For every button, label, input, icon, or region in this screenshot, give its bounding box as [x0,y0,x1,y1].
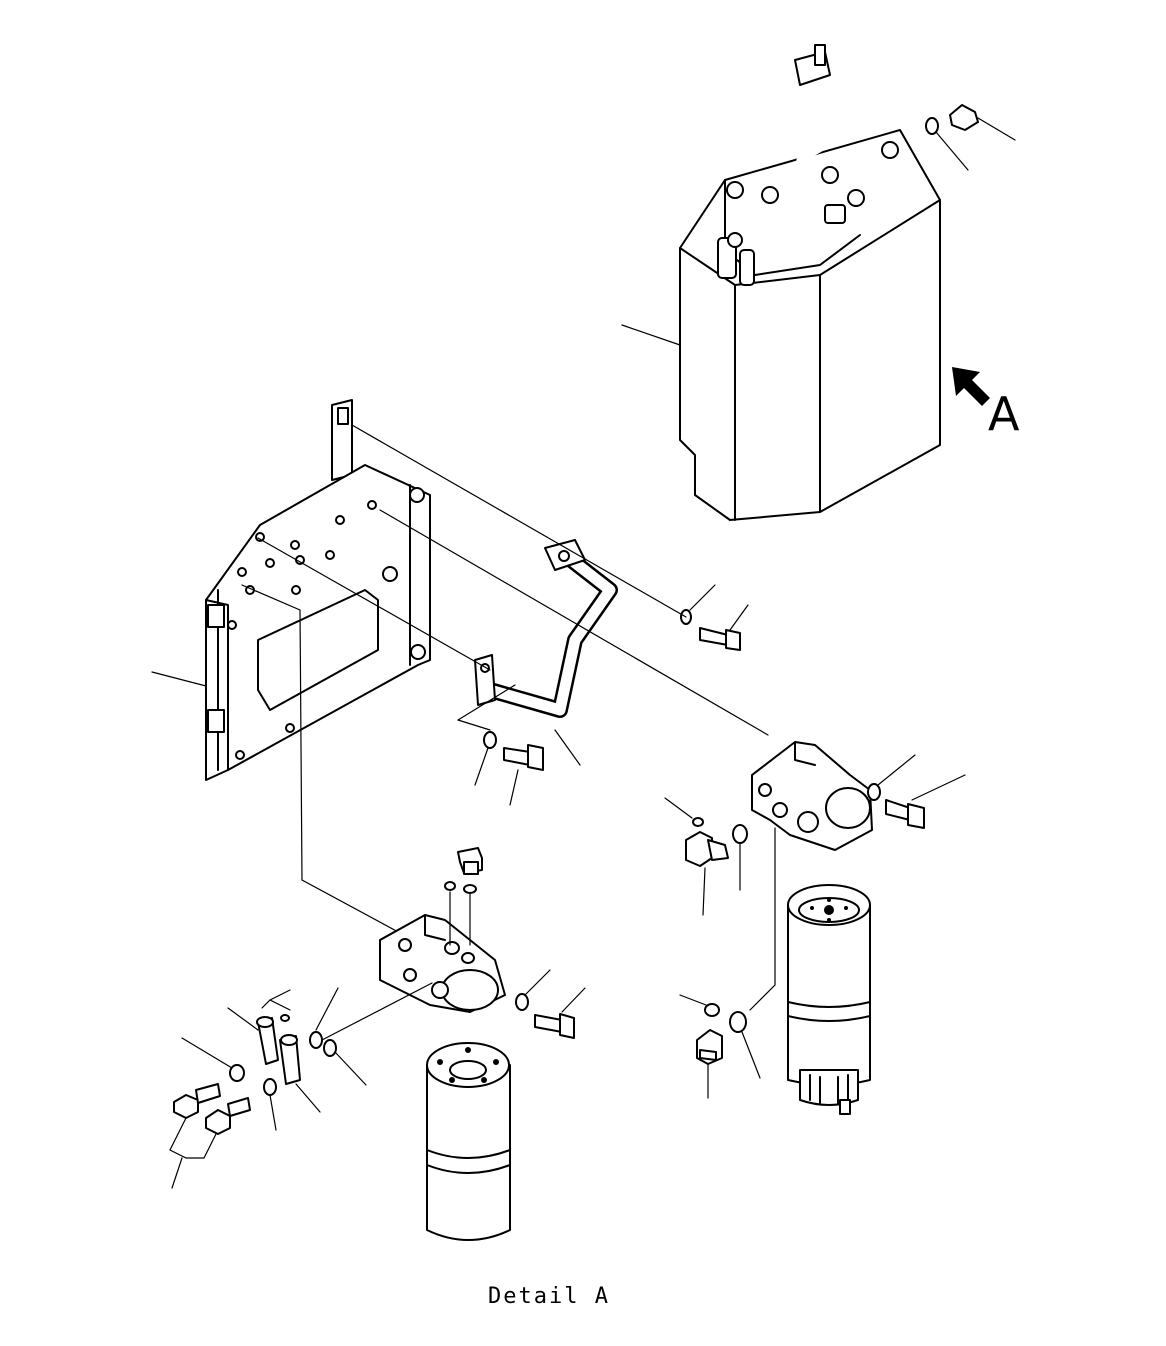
o-ring-right-lower-small [679,994,720,1017]
filter-element-left [426,1042,511,1241]
washer-pipe-lower [474,731,497,786]
o-ring-left-top [463,884,477,946]
washer-head-right [867,754,916,801]
pipe [474,539,618,766]
washer-left-b [263,1078,277,1131]
wing-nut [949,104,1016,141]
bolt-head-right [885,774,966,829]
bolt-left-2 [205,1097,251,1135]
washer-left-d [323,1039,367,1086]
bolt-pipe-lower [503,744,544,806]
assembly-lines [241,424,769,961]
bolt-left-1 [173,1083,221,1119]
tank-handle [786,44,874,244]
detail-marker-letter: A [988,387,1020,441]
washer-left-c [309,987,339,1049]
small-plug-left [444,881,456,946]
fuel-filter-right [749,827,871,1115]
adapter-left-2 [279,1034,321,1113]
washer-pipe-upper [680,584,716,625]
plug-left [457,847,483,875]
leader-bolts-left-tail [171,1157,183,1189]
view-arrow-icon [952,367,990,406]
leader-bolts-left [169,1117,217,1159]
tank-cover [679,129,941,521]
bolt-head-left [534,987,586,1039]
bracket-plate [205,399,431,781]
o-ring-right-lower-medium [729,1011,761,1079]
leader-bracket [151,671,207,687]
washer-head-left [515,969,551,1011]
washer-left-a [181,1037,245,1082]
filter-head-right [751,741,873,851]
caption: Detail A [488,1284,610,1309]
bolt-pipe-upper [699,604,749,651]
leader-tank [621,324,681,346]
bracket-mark-left [261,989,291,1022]
filter-head-left [379,914,506,1013]
washer-top [925,117,969,171]
elbow-fitting-right [685,831,729,916]
leader-assembly-left [321,982,433,1041]
o-ring-right-small [664,797,704,827]
adapter-left-1 [227,1007,279,1065]
plug-fitting-right [696,1029,723,1099]
o-ring-right-medium [732,824,748,891]
